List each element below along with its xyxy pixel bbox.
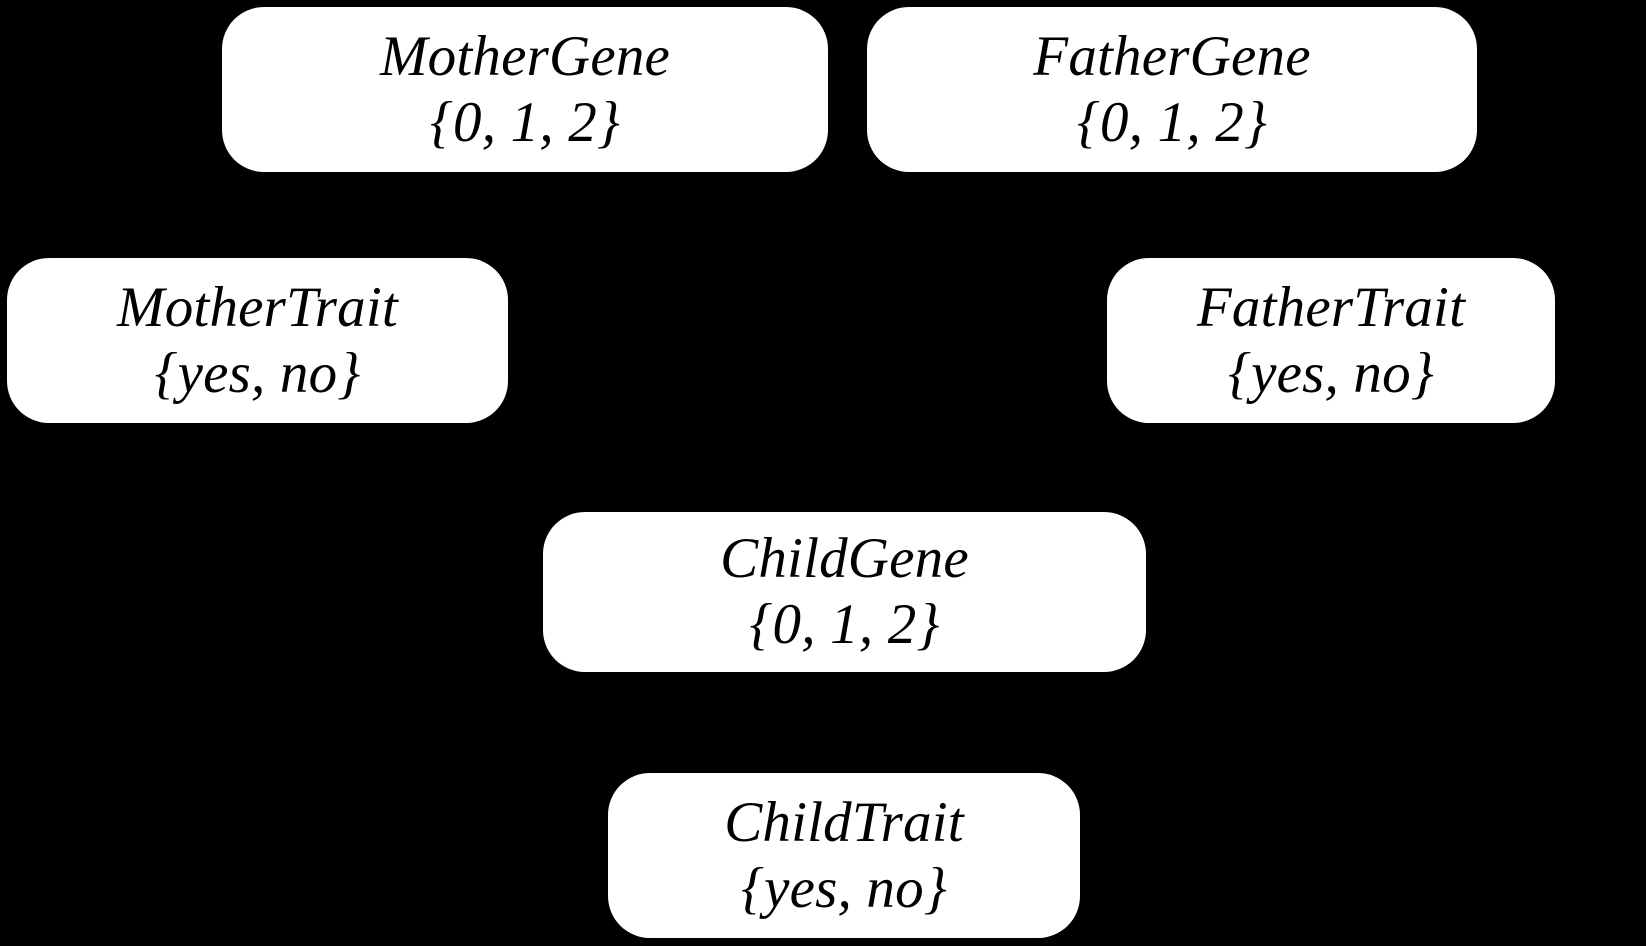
node-mother-gene[interactable]: MotherGene {0, 1, 2} (222, 7, 828, 172)
node-father-trait-label: FatherTrait (1196, 275, 1466, 339)
node-child-trait-domain: {yes, no} (741, 856, 947, 920)
node-child-trait[interactable]: ChildTrait {yes, no} (608, 773, 1080, 938)
node-father-gene-label: FatherGene (1033, 24, 1311, 88)
node-child-gene[interactable]: ChildGene {0, 1, 2} (543, 512, 1146, 672)
node-father-trait[interactable]: FatherTrait {yes, no} (1107, 258, 1555, 423)
node-mother-gene-domain: {0, 1, 2} (430, 90, 620, 154)
node-father-trait-domain: {yes, no} (1228, 341, 1434, 405)
node-mother-trait-domain: {yes, no} (154, 341, 361, 405)
node-child-trait-label: ChildTrait (724, 790, 964, 854)
node-father-gene[interactable]: FatherGene {0, 1, 2} (867, 7, 1477, 172)
node-mother-trait[interactable]: MotherTrait {yes, no} (7, 258, 508, 423)
node-mother-gene-label: MotherGene (379, 24, 671, 88)
node-child-gene-domain: {0, 1, 2} (749, 593, 940, 656)
node-mother-trait-label: MotherTrait (117, 275, 398, 339)
node-father-gene-domain: {0, 1, 2} (1077, 90, 1267, 154)
node-child-gene-label: ChildGene (720, 527, 969, 591)
